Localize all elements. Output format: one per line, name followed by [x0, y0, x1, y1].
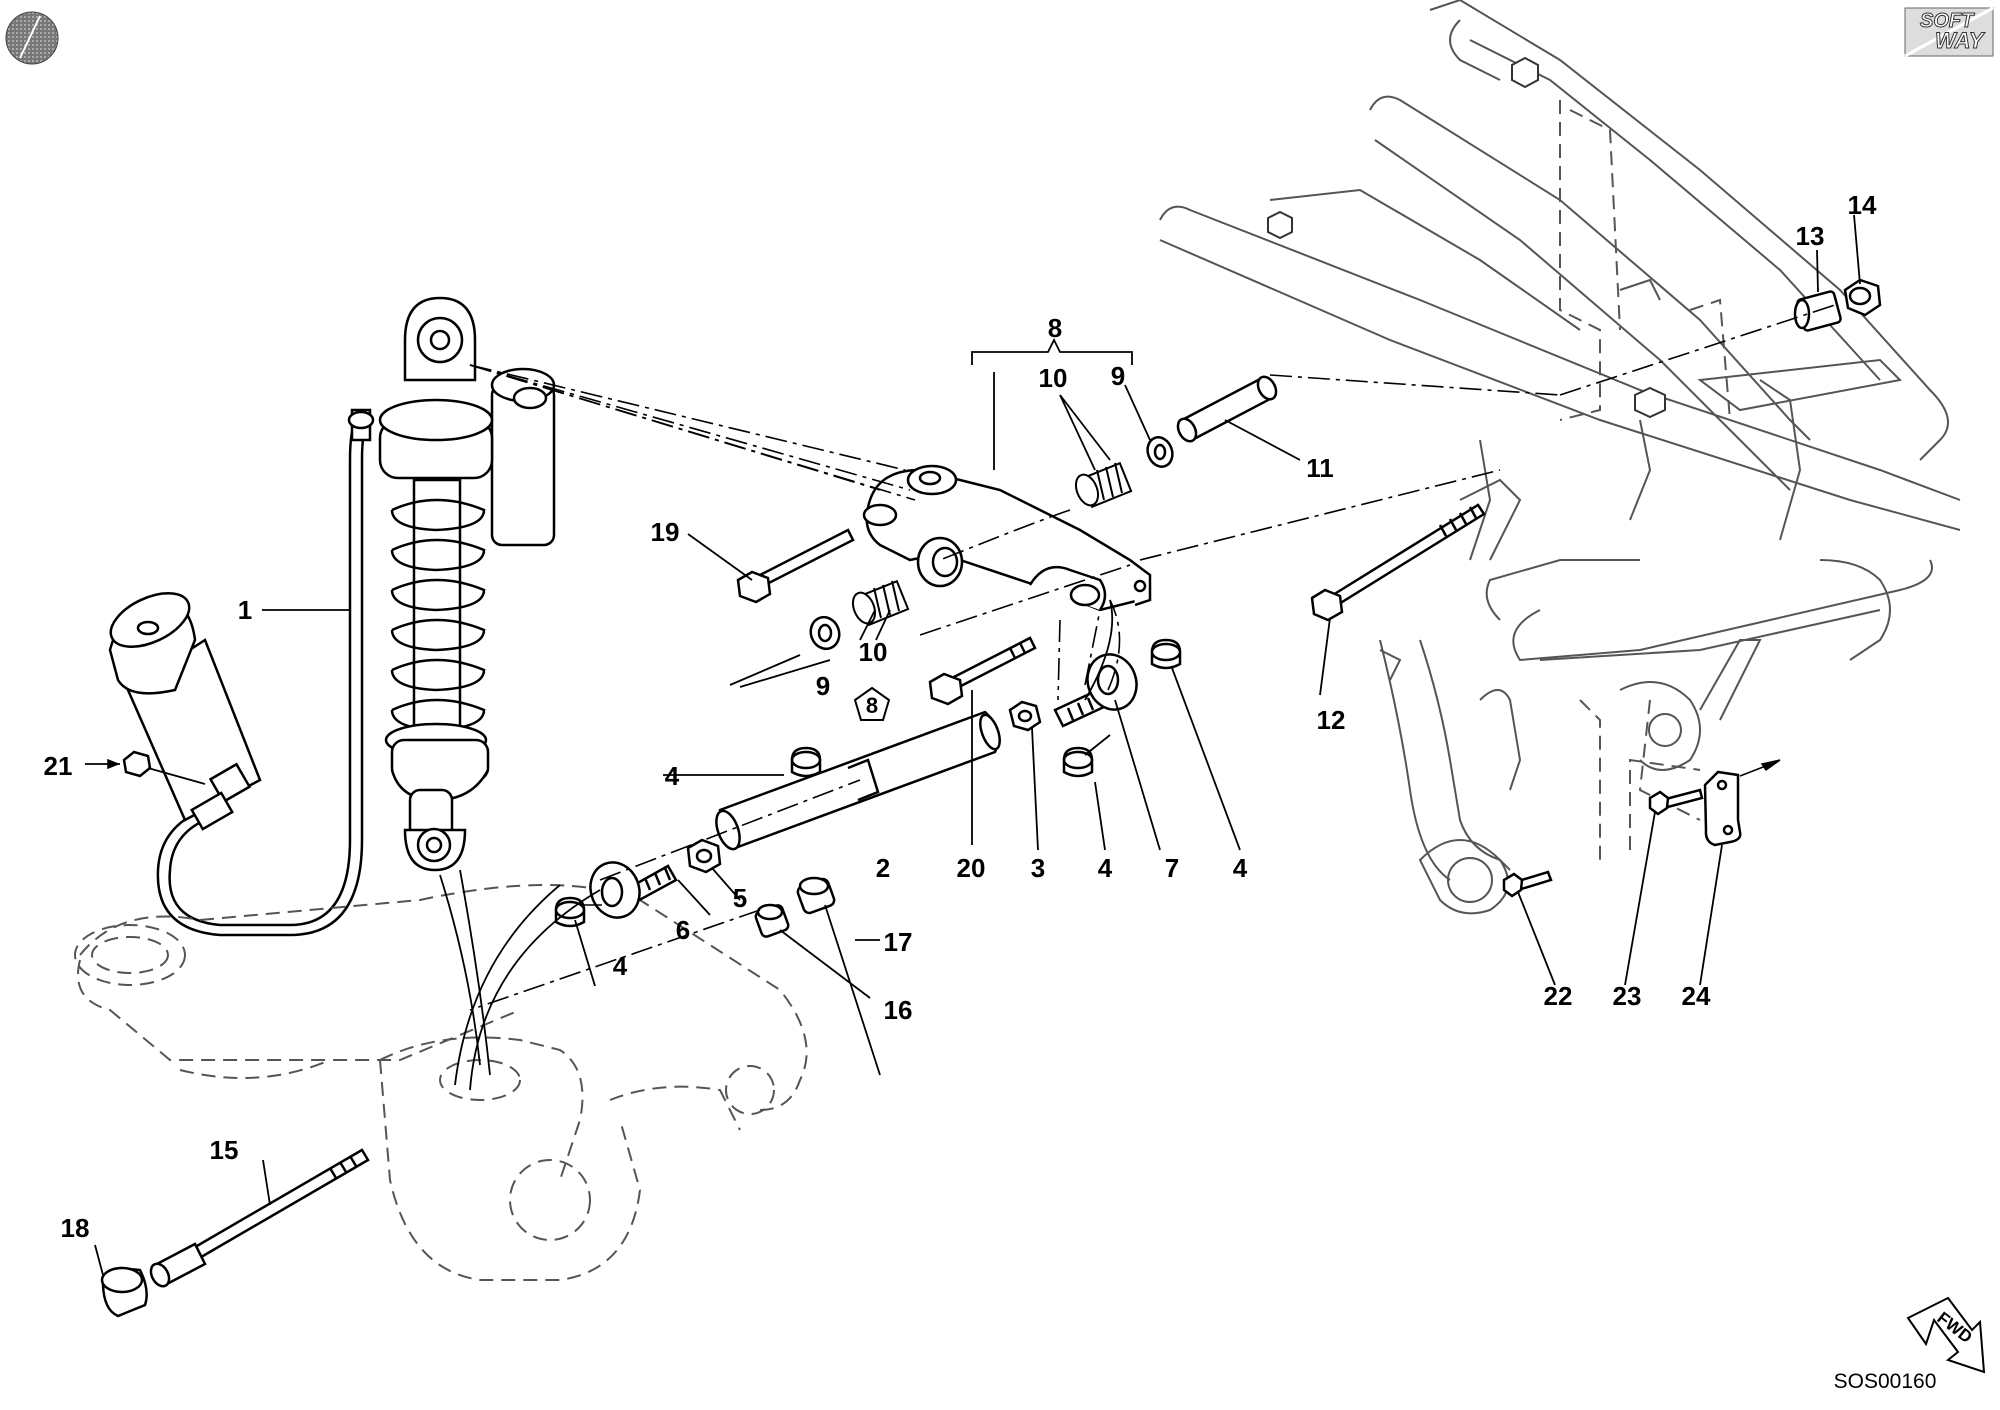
- forward-direction-icon: [1906, 1296, 1986, 1374]
- logo-text-line1: SOFT: [1919, 10, 1974, 33]
- linkage-arcs: [439, 599, 1114, 1091]
- preload-adjuster: [108, 592, 262, 831]
- adjuster-hose: [156, 408, 375, 937]
- assembly-lines: [469, 304, 1836, 1011]
- reference-badge-number: 8: [865, 693, 879, 718]
- spacer-16: [754, 903, 790, 938]
- reference-pentagon-icon: [853, 686, 891, 721]
- drawing-code: SOS00160: [1833, 1370, 1937, 1393]
- frame-outline: [1159, 0, 1961, 915]
- callout-6: 6: [675, 915, 691, 945]
- arrows: [107, 758, 1781, 777]
- callout-4a: 4: [664, 761, 680, 791]
- callout-5: 5: [732, 883, 748, 913]
- tie-rod-2: [715, 710, 1001, 851]
- softway-logo: [1904, 6, 1994, 58]
- callout-24: 24: [1681, 981, 1711, 1011]
- callout-4c: 4: [1097, 853, 1113, 883]
- callout-14: 14: [1847, 190, 1877, 220]
- washer-upper: [1146, 436, 1174, 468]
- callout-7: 7: [1164, 853, 1180, 883]
- callout-11: 11: [1306, 453, 1334, 483]
- callout-2: 2: [875, 853, 891, 883]
- callout-17: 17: [883, 927, 913, 957]
- cap-18: [100, 1266, 148, 1318]
- bolt-23: [1648, 788, 1704, 816]
- swingarm-outline: [74, 884, 808, 1281]
- washer-lower: [809, 615, 841, 651]
- callout-21: 21: [43, 751, 73, 781]
- spacer-pivot: [149, 1242, 207, 1288]
- bolt-22: [1502, 870, 1553, 898]
- nut-21: [122, 750, 152, 778]
- logo-text-line2: WAY: [1934, 28, 1984, 54]
- callout-16: 16: [883, 995, 913, 1025]
- bolt-20: [928, 636, 1037, 706]
- needle-bearing-lower: [851, 579, 910, 627]
- callout-12: 12: [1316, 705, 1346, 735]
- bushing-4-right: [1150, 638, 1182, 670]
- callout-23: 23: [1612, 981, 1642, 1011]
- bush-17: [796, 876, 836, 915]
- nut-5: [686, 838, 722, 874]
- bolt-19: [736, 528, 855, 604]
- callout-9b: 9: [815, 671, 831, 701]
- bolt-12: [1310, 503, 1486, 622]
- callout-9a: 9: [1110, 361, 1126, 391]
- leader-lines: [85, 214, 1861, 1276]
- callout-4d: 4: [1232, 853, 1248, 883]
- bracket-24: [1703, 770, 1742, 847]
- callout-1: 1: [237, 595, 253, 625]
- callout-13: 13: [1795, 221, 1825, 251]
- callout-8: 8: [1047, 313, 1063, 343]
- callout-4b: 4: [612, 951, 628, 981]
- needle-bearing-upper: [1074, 461, 1133, 509]
- callout-15: 15: [209, 1135, 239, 1165]
- nut-14: [1843, 278, 1882, 317]
- bushing-4-center: [790, 746, 822, 778]
- callout-18: 18: [60, 1213, 90, 1243]
- callout-20: 20: [956, 853, 986, 883]
- callout-22: 22: [1543, 981, 1573, 1011]
- pivot-shaft-15: [188, 1148, 370, 1262]
- callout-10b: 10: [858, 637, 888, 667]
- rod-end-6: [589, 861, 678, 919]
- spacer-11: [1176, 375, 1278, 443]
- callout-3: 3: [1030, 853, 1046, 883]
- shock-absorber: [378, 296, 556, 872]
- corner-disc-icon: [5, 11, 59, 65]
- rocker-link: [862, 464, 1152, 612]
- callout-19: 19: [650, 517, 680, 547]
- callout-10a: 10: [1038, 363, 1068, 393]
- nut-3: [1008, 700, 1042, 732]
- rod-end-7: [1053, 653, 1138, 728]
